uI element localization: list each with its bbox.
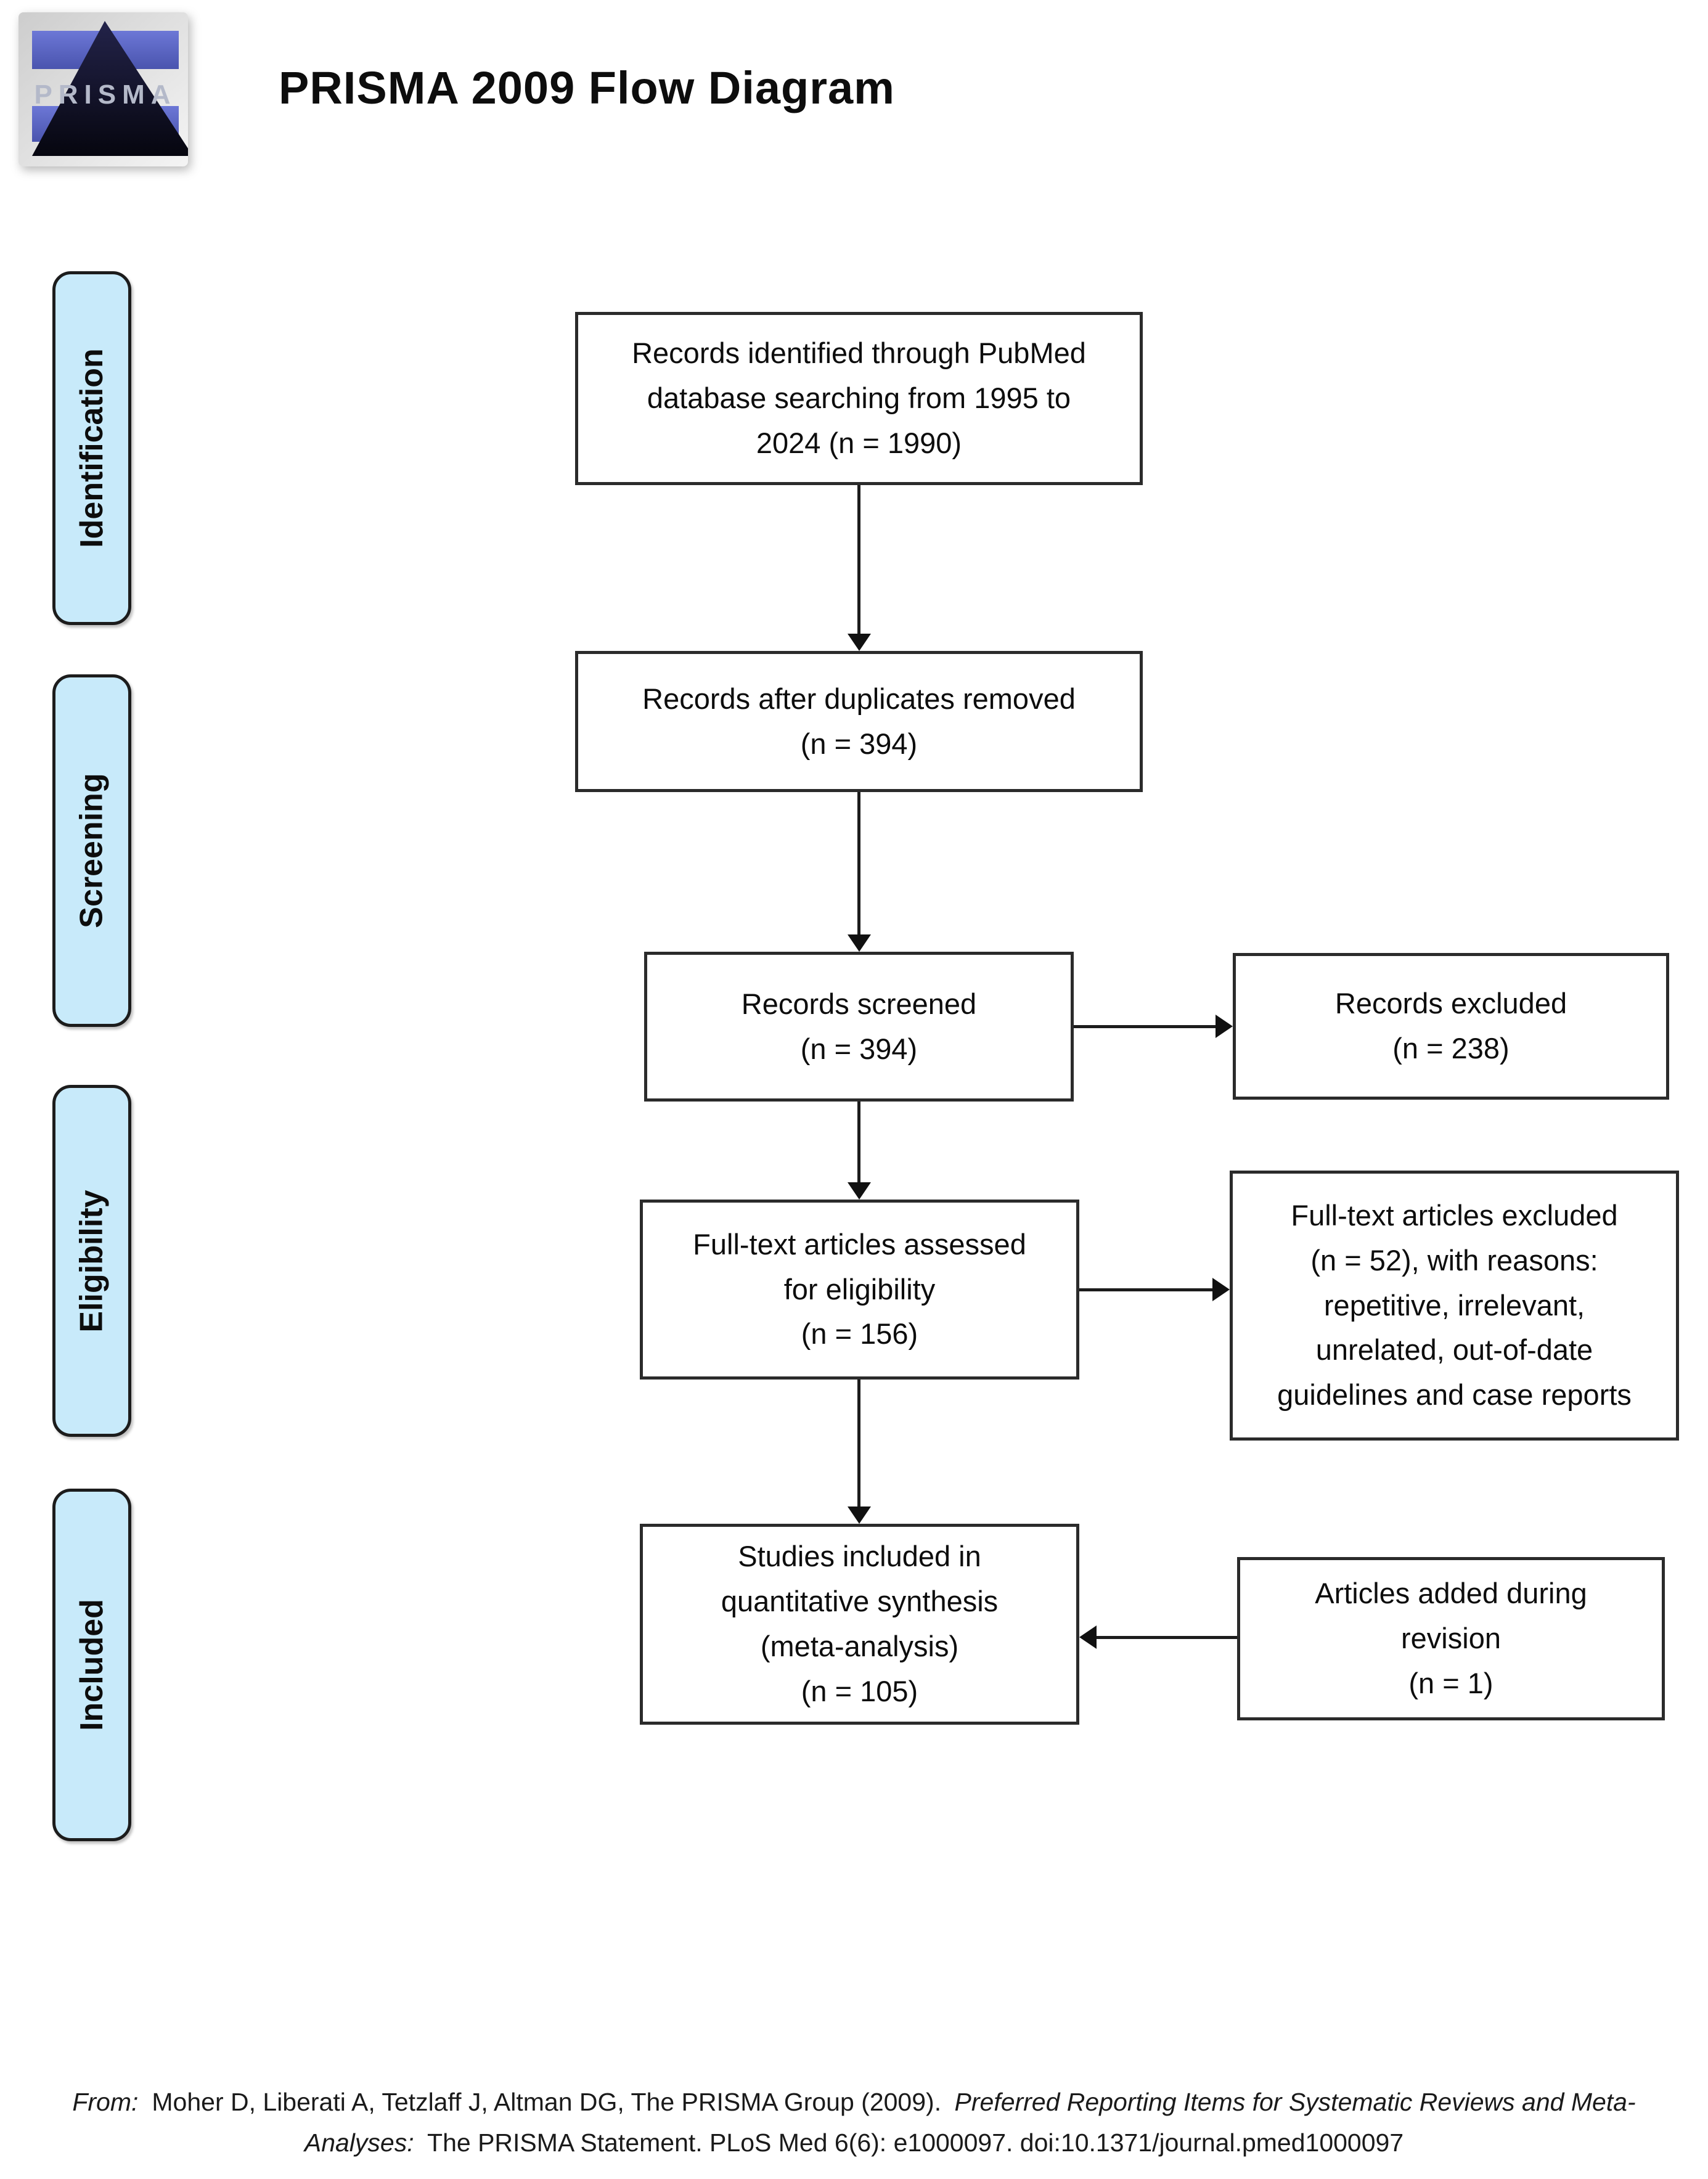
stage-screening-label: Screening [74,773,110,928]
prisma-logo: PRISMA [18,12,188,166]
logo-prism-triangle-icon [32,21,188,156]
box-records-identified: Records identified through PubMed databa… [575,312,1143,485]
citation-line-1: From: Moher D, Liberati A, Tetzlaff J, Al… [0,2082,1708,2123]
citation-line-2: Analyses: The PRISMA Statement. PLoS Med… [0,2123,1708,2164]
logo-text: PRISMA [34,80,176,110]
stage-eligibility: Eligibility [52,1085,131,1437]
box-studies-included: Studies included in quantitative synthes… [640,1524,1079,1725]
citation-authors: Moher D, Liberati A, Tetzlaff J, Altman … [152,2088,942,2116]
box-records-excluded: Records excluded (n = 238) [1233,953,1669,1100]
page-title: PRISMA 2009 Flow Diagram [279,62,895,113]
stage-eligibility-label: Eligibility [74,1189,110,1333]
citation: From: Moher D, Liberati A, Tetzlaff J, Al… [0,2082,1708,2163]
stage-included-label: Included [74,1599,110,1731]
citation-from-label: From: [72,2088,139,2116]
box-duplicates-removed: Records after duplicates removed (n = 39… [575,651,1143,792]
stage-identification-label: Identification [74,348,110,548]
citation-title-part1: Preferred Reporting Items for Systematic… [954,2088,1636,2116]
box-articles-added: Articles added during revision (n = 1) [1237,1557,1665,1720]
stage-screening: Screening [52,674,131,1027]
citation-rest: The PRISMA Statement. PLoS Med 6(6): e10… [427,2128,1404,2157]
stage-included: Included [52,1489,131,1841]
stage-identification: Identification [52,271,131,625]
box-fulltext-excluded: Full-text articles excluded (n = 52), wi… [1230,1171,1679,1441]
box-fulltext-assessed: Full-text articles assessed for eligibil… [640,1200,1079,1380]
box-records-screened: Records screened (n = 394) [644,952,1074,1102]
citation-title-part2: Analyses: [304,2128,414,2157]
